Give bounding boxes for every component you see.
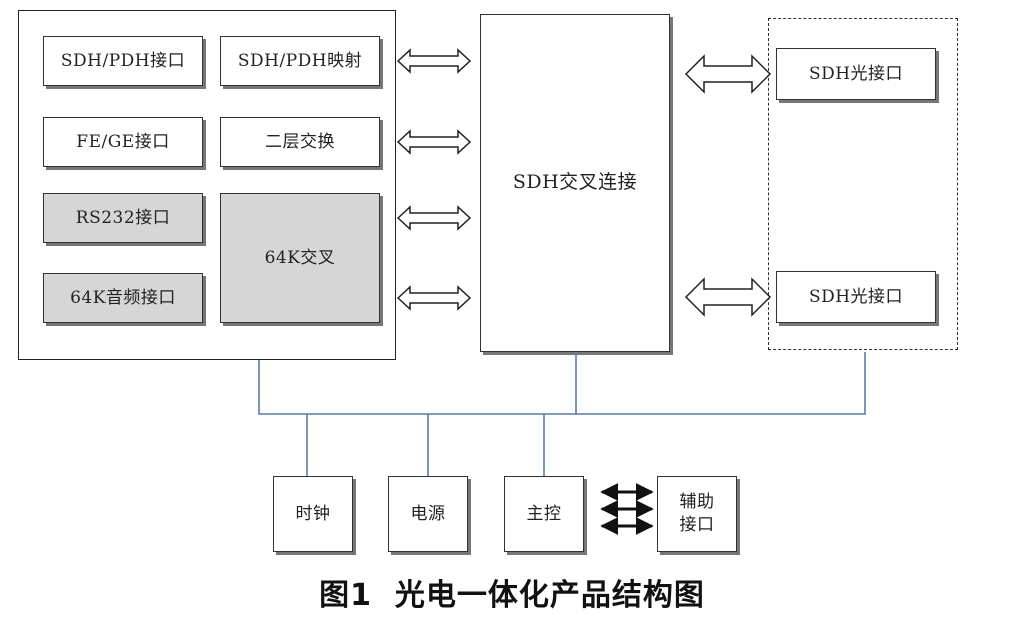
control-bus (258, 352, 866, 476)
double-arrow-4 (396, 285, 472, 311)
audio-64k-interface-box: 64K音频接口 (43, 273, 203, 323)
optical-interface-panel (768, 18, 958, 350)
clock-box: 时钟 (273, 476, 353, 552)
double-arrow-1 (396, 48, 472, 74)
power-box: 电源 (388, 476, 468, 552)
sdh-cross-connect-box: SDH交叉连接 (480, 14, 670, 352)
main-control-box: 主控 (504, 476, 584, 552)
double-arrow-optical-1 (684, 54, 772, 94)
fe-ge-interface-box: FE/GE接口 (43, 117, 203, 167)
layer2-switch-box: 二层交换 (220, 117, 380, 167)
sdh-optical-interface-2: SDH光接口 (776, 271, 936, 323)
sdh-optical-interface-1: SDH光接口 (776, 48, 936, 100)
rs232-interface-box: RS232接口 (43, 193, 203, 243)
double-arrow-3 (396, 205, 472, 231)
double-arrow-optical-2 (684, 277, 772, 317)
sdh-pdh-mapping-box: SDH/PDH映射 (220, 36, 380, 86)
aux-link-arrows (600, 483, 654, 535)
cross-64k-box: 64K交叉 (220, 193, 380, 323)
sdh-pdh-interface-box: SDH/PDH接口 (43, 36, 203, 86)
figure-caption: 图1 光电一体化产品结构图 (319, 578, 705, 613)
aux-interface-box: 辅助 接口 (657, 476, 737, 552)
double-arrow-2 (396, 129, 472, 155)
